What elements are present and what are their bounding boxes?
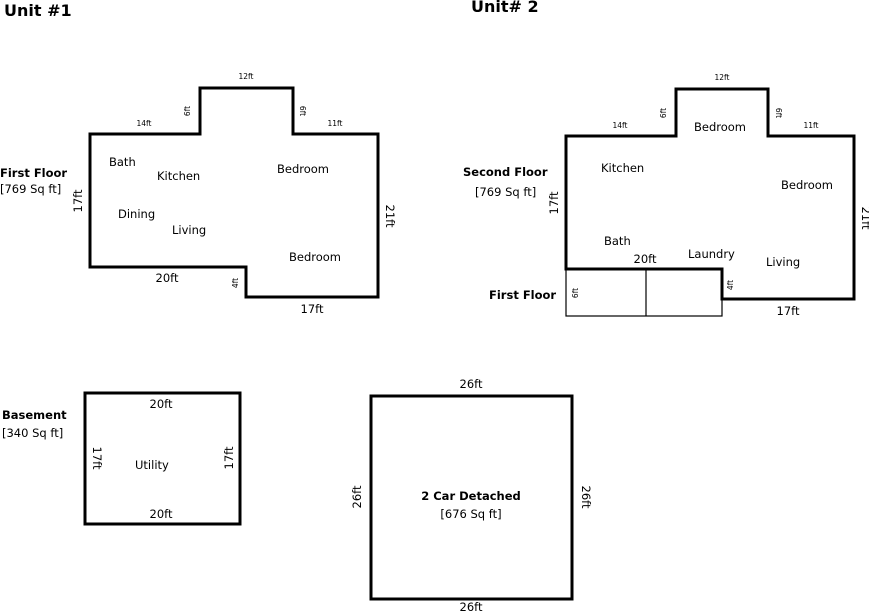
- dimension-label: 17ft: [777, 304, 800, 318]
- dimension-label: 11ft: [804, 121, 819, 130]
- room-label: Bedroom: [781, 178, 833, 192]
- dimension-label: 26ft: [579, 486, 593, 509]
- dimension-label: 20ft: [634, 252, 657, 266]
- unit2-first-floor-annex: First Floor 6ft: [489, 268, 723, 317]
- dimension-label: 20ft: [150, 507, 173, 521]
- room-label: Dining: [118, 207, 155, 221]
- room-label: Bedroom: [694, 120, 746, 134]
- dimension-label: 6ft: [774, 108, 783, 118]
- garage-outline: [369, 394, 574, 601]
- room-label: Living: [766, 255, 800, 269]
- basement-area: [340 Sq ft]: [2, 426, 63, 440]
- garage-label: 2 Car Detached: [421, 489, 521, 503]
- basement-label: Basement: [2, 408, 67, 422]
- dimension-label: 20ft: [156, 271, 179, 285]
- dimension-label: 6ft: [298, 106, 307, 116]
- unit1-basement: Basement [340 Sq ft] Utility 20ft 20ft 1…: [2, 391, 242, 526]
- dimension-label: 4ft: [231, 278, 240, 288]
- room-label: Laundry: [688, 247, 735, 261]
- unit1-first-floor-outline: [88, 86, 380, 299]
- unit2-second-floor: Second Floor [769 Sq ft] Bedroom Kitchen…: [463, 73, 869, 318]
- room-label: Kitchen: [601, 161, 644, 175]
- dimension-label: 11ft: [328, 119, 343, 128]
- unit1-title: Unit #1: [4, 1, 72, 20]
- dimension-label: 26ft: [460, 377, 483, 391]
- room-label: Bedroom: [289, 250, 341, 264]
- room-label: Kitchen: [157, 169, 200, 183]
- dimension-label: 21ft: [383, 205, 397, 228]
- unit1-first-floor-label: First Floor: [0, 166, 67, 180]
- dimension-label: 17ft: [90, 447, 104, 470]
- garage-area: [676 Sq ft]: [440, 507, 501, 521]
- dimension-label: 20ft: [150, 397, 173, 411]
- dimension-label: 4ft: [726, 280, 735, 290]
- dimension-label: 26ft: [350, 485, 364, 508]
- room-label: Living: [172, 223, 206, 237]
- room-label: Bath: [604, 234, 631, 248]
- dimension-label: 6ft: [659, 108, 668, 118]
- dimension-label: 6ft: [183, 106, 192, 116]
- room-label: Bedroom: [277, 162, 329, 176]
- dimension-label: 14ft: [137, 119, 152, 128]
- room-label: Utility: [135, 458, 169, 472]
- unit2-title: Unit# 2: [471, 0, 539, 16]
- unit1-first-floor: First Floor [769 Sq ft] Bath Kitchen Bed…: [0, 72, 397, 316]
- dimension-label: 17ft: [222, 446, 236, 469]
- dimension-label: 6ft: [571, 288, 580, 298]
- dimension-label: 21ft: [859, 207, 869, 230]
- dimension-label: 12ft: [239, 72, 254, 81]
- dimension-label: 26ft: [460, 600, 483, 612]
- dimension-label: 17ft: [301, 302, 324, 316]
- basement-outline: [83, 391, 242, 526]
- dimension-label: 14ft: [613, 121, 628, 130]
- room-label: Bath: [109, 155, 136, 169]
- annex-outline: [565, 268, 723, 317]
- unit2-second-floor-label: Second Floor: [463, 165, 548, 179]
- dimension-label: 17ft: [547, 191, 561, 214]
- dimension-label: 17ft: [71, 189, 85, 212]
- annex-label: First Floor: [489, 288, 556, 302]
- detached-garage: 2 Car Detached [676 Sq ft] 26ft 26ft 26f…: [350, 377, 593, 612]
- dimension-label: 12ft: [715, 73, 730, 82]
- unit1-first-floor-area: [769 Sq ft]: [0, 182, 61, 196]
- unit2-second-floor-area: [769 Sq ft]: [475, 185, 536, 199]
